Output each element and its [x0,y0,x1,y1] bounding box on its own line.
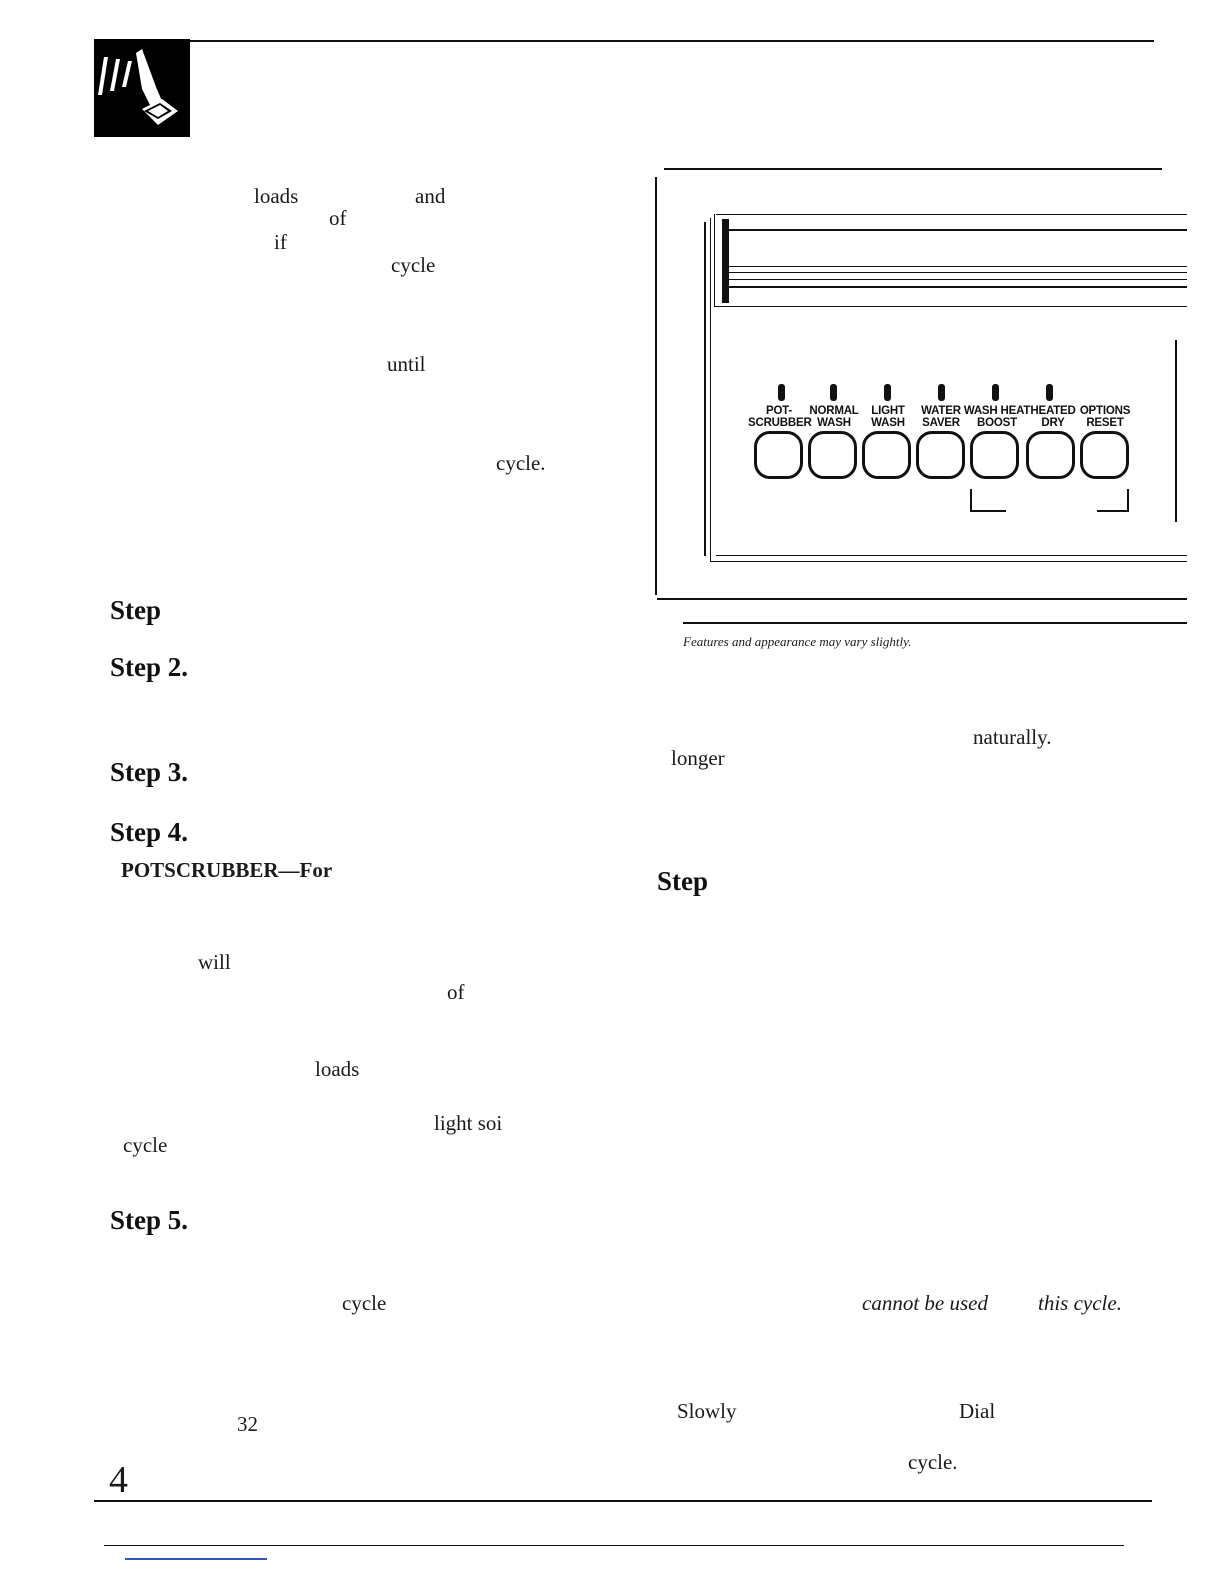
text-of: of [329,206,347,230]
normal-wash-button [808,431,857,479]
indicator-light [938,384,945,401]
text-cannot-be-used: cannot be used [862,1291,988,1315]
header-rule [94,40,1154,42]
light-wash-button [862,431,911,479]
text-loads-2: loads [315,1057,360,1081]
text-and: and [415,184,446,208]
text-dial: Dial [959,1399,996,1423]
text-this-cycle: this cycle. [1038,1291,1122,1315]
indicator-light [1046,384,1053,401]
indicator-light [830,384,837,401]
indicator-light [992,384,999,401]
text-if: if [274,230,287,254]
text-cycle-right: cycle. [908,1450,958,1474]
footer-rule-thin [104,1545,1124,1546]
water-saver-button [916,431,965,479]
hand-pressing-button-icon [94,39,190,137]
page-number: 4 [109,1459,128,1501]
indicator-light [778,384,785,401]
button-label-potscrubber: POT-SCRUBBER [748,405,812,429]
text-32: 32 [237,1412,258,1436]
text-until: until [387,352,426,376]
text-light-soi: light soi [434,1111,503,1135]
indicator-light [884,384,891,401]
text-of-2: of [447,980,465,1004]
text-longer: longer [671,746,725,770]
text-cycle-period: cycle. [496,451,546,475]
step-5-heading: Step 5. [110,1205,189,1235]
panel-caption: Features and appearance may vary slightl… [683,634,912,649]
text-cycle: cycle [391,253,436,277]
step-2-heading: Step 2. [110,652,189,682]
step-heading-right: Step [657,866,709,896]
text-will: will [198,950,231,974]
text-naturally: naturally. [973,725,1052,749]
text-loads: loads [254,184,299,208]
options-reset-button [1080,431,1129,479]
wash-heat-boost-button [970,431,1019,479]
text-cycle-3: cycle [123,1133,168,1157]
text-slowly: Slowly [677,1399,737,1423]
potscrubber-label: POTSCRUBBER—For [121,858,333,882]
step-4-heading: Step 4. [110,817,189,847]
text-cycle-4: cycle [342,1291,387,1315]
caption-rule [683,622,1187,624]
step-3-heading: Step 3. [110,757,189,787]
footer-rule [94,1500,1152,1502]
potscrubber-button [754,431,803,479]
heated-dry-button [1026,431,1075,479]
footer-link-underline [125,1558,267,1560]
step-1-heading: Step [110,595,162,625]
